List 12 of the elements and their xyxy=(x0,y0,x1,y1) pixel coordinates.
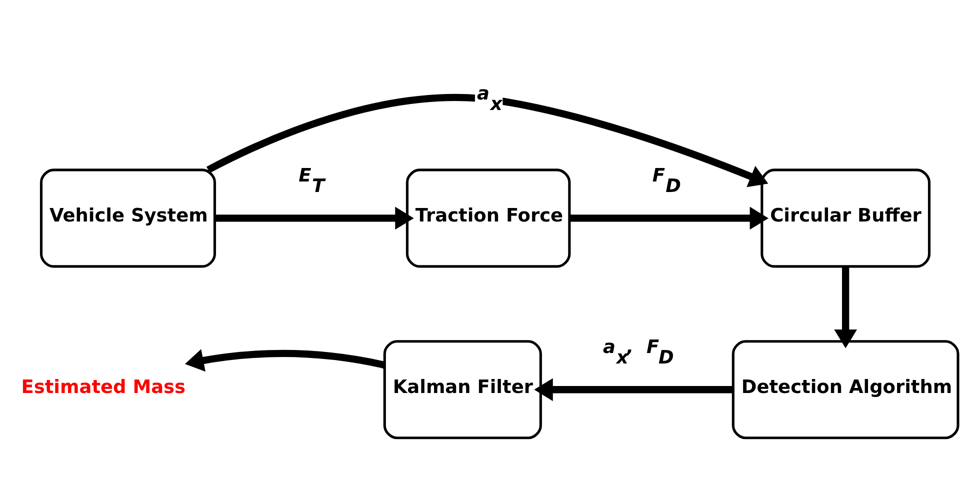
node-box: Vehicle System xyxy=(40,168,216,268)
arrow xyxy=(214,206,414,230)
arrow xyxy=(534,378,734,401)
node-box: Kalman Filter xyxy=(383,340,542,439)
arrow xyxy=(206,94,768,187)
node-box: Traction Force xyxy=(406,168,571,268)
node-box: Detection Algorithm xyxy=(732,340,960,439)
node-text: Estimated Mass xyxy=(21,376,186,398)
arrow xyxy=(570,206,768,230)
arrow xyxy=(834,266,858,348)
node-box: Circular Buffer xyxy=(760,168,931,268)
arrow xyxy=(184,348,386,372)
